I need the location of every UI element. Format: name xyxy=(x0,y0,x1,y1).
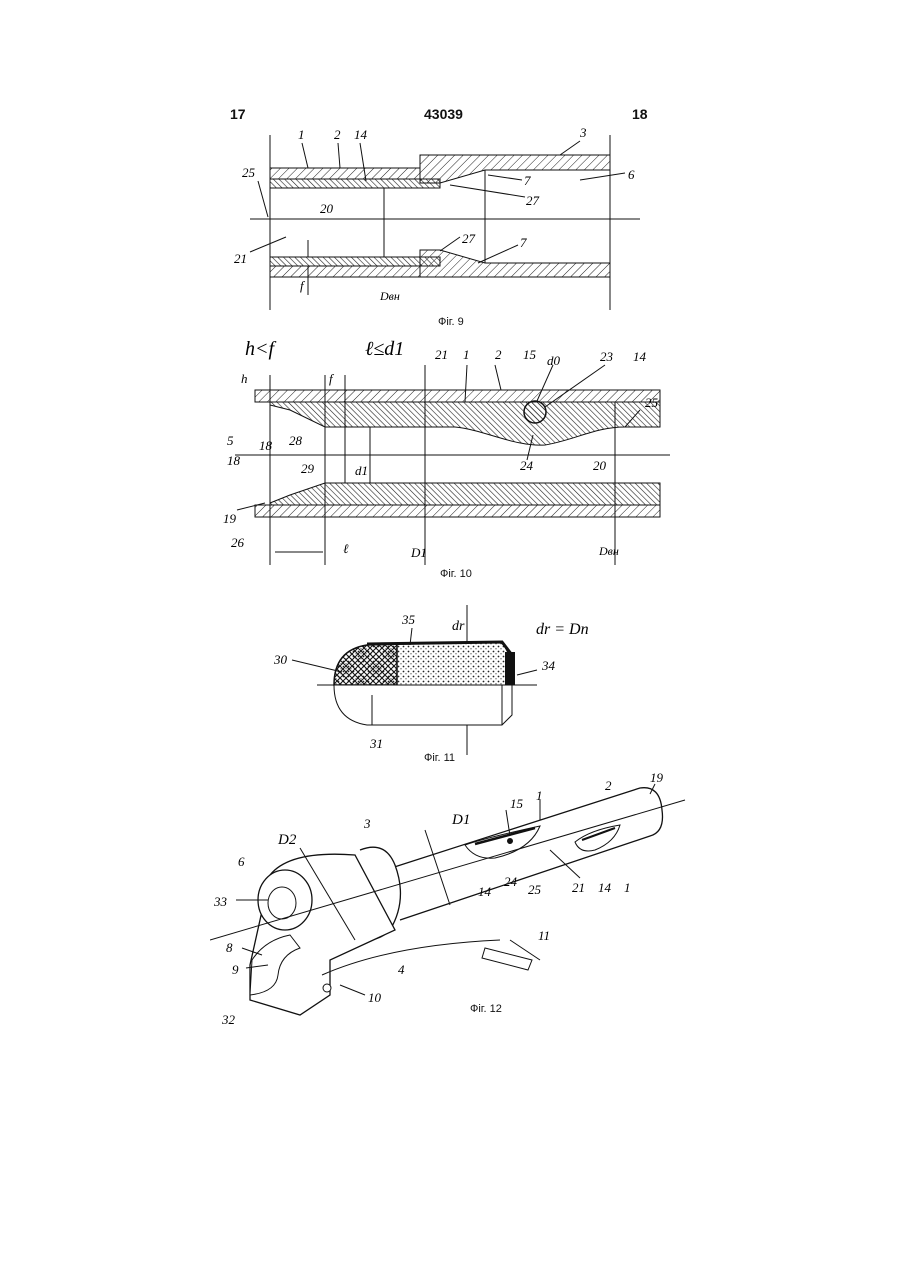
fig12-label-D2: D2 xyxy=(277,832,297,848)
fig10-label-26: 26 xyxy=(231,535,245,550)
fig12-label-1-top: 1 xyxy=(536,788,543,803)
fig10-label-29: 29 xyxy=(301,461,315,476)
fig9-label-27-top: 27 xyxy=(526,193,540,208)
figure-12-drawing: 19 2 1 15 D1 D2 3 6 33 14 24 25 21 14 1 … xyxy=(210,770,690,1035)
fig10-label-23: 23 xyxy=(600,349,614,364)
fig9-label-dvn: Dвн xyxy=(379,289,400,303)
fig11-label-35: 35 xyxy=(401,612,416,627)
fig12-label-21: 21 xyxy=(572,880,585,895)
fig9-label-3: 3 xyxy=(579,125,587,140)
fig10-label-20: 20 xyxy=(593,458,607,473)
fig9-label-6: 6 xyxy=(628,167,635,182)
fig12-label-32: 32 xyxy=(221,1012,236,1027)
figure-11-drawing: 35 dr dr = Dn 30 34 31 xyxy=(262,600,622,755)
fig12-label-2: 2 xyxy=(605,778,612,793)
figure-10-drawing: h<f ℓ≤d1 21 1 2 15 d0 23 14 h f 25 5 18 … xyxy=(215,335,675,565)
fig11-label-30: 30 xyxy=(273,652,288,667)
fig12-label-14-left: 14 xyxy=(478,884,492,899)
fig10-label-15: 15 xyxy=(523,347,537,362)
left-page-number: 17 xyxy=(230,106,246,122)
fig12-label-1-right: 1 xyxy=(624,880,631,895)
fig9-label-7-top: 7 xyxy=(524,173,531,188)
fig12-label-15: 15 xyxy=(510,796,524,811)
fig10-caption: Фіг. 10 xyxy=(440,568,472,580)
fig12-label-4: 4 xyxy=(398,962,405,977)
fig10-label-5: 5 xyxy=(227,433,234,448)
fig10-label-f: f xyxy=(329,371,335,386)
fig9-label-14: 14 xyxy=(354,127,368,142)
fig10-label-d1: d1 xyxy=(355,463,368,478)
fig9-caption: Фіг. 9 xyxy=(438,316,464,328)
fig9-label-7-bottom: 7 xyxy=(520,235,527,250)
fig10-label-l-le-d1: ℓ≤d1 xyxy=(365,338,404,360)
fig12-label-D1: D1 xyxy=(451,812,470,828)
fig10-label-19: 19 xyxy=(223,511,237,526)
fig12-label-24: 24 xyxy=(504,874,518,889)
fig12-caption: Фіг. 12 xyxy=(470,1003,502,1015)
fig11-label-34: 34 xyxy=(541,658,556,673)
fig12-label-10: 10 xyxy=(368,990,382,1005)
fig12-label-14-right: 14 xyxy=(598,880,612,895)
fig10-label-24: 24 xyxy=(520,458,534,473)
figure-9-drawing: 1 2 14 3 25 20 7 27 6 21 27 7 f Dвн xyxy=(230,125,670,315)
fig9-label-f: f xyxy=(300,278,306,293)
fig10-label-18-top: 18 xyxy=(259,438,273,453)
fig9-label-27-bottom: 27 xyxy=(462,231,476,246)
fig10-label-18-bottom: 18 xyxy=(227,453,241,468)
fig11-caption: Фіг. 11 xyxy=(424,752,455,764)
patent-number: 43039 xyxy=(424,106,463,122)
fig10-label-l: ℓ xyxy=(343,541,349,556)
fig10-label-D1: D1 xyxy=(410,545,427,560)
fig10-label-14: 14 xyxy=(633,349,647,364)
fig12-label-33: 33 xyxy=(213,894,228,909)
fig12-label-3: 3 xyxy=(363,816,371,831)
fig12-label-19: 19 xyxy=(650,770,664,785)
fig10-label-28: 28 xyxy=(289,433,303,448)
fig9-label-25: 25 xyxy=(242,165,256,180)
right-page-number: 18 xyxy=(632,106,648,122)
fig12-label-11: 11 xyxy=(538,928,550,943)
fig9-label-1: 1 xyxy=(298,127,305,142)
fig9-label-20: 20 xyxy=(320,201,334,216)
fig12-label-25: 25 xyxy=(528,882,542,897)
fig9-label-2: 2 xyxy=(334,127,341,142)
fig10-label-25: 25 xyxy=(645,395,659,410)
fig10-label-d0: d0 xyxy=(547,353,561,368)
fig12-label-8: 8 xyxy=(226,940,233,955)
fig11-label-dr-eq-dn: dr = Dn xyxy=(536,621,589,638)
fig12-label-9: 9 xyxy=(232,962,239,977)
fig10-label-2: 2 xyxy=(495,347,502,362)
fig10-label-Dvn: Dвн xyxy=(598,544,619,558)
fig10-label-h-lt-f: h<f xyxy=(245,338,276,360)
fig10-label-21: 21 xyxy=(435,347,448,362)
fig11-label-31: 31 xyxy=(369,736,383,751)
fig9-label-21: 21 xyxy=(234,251,247,266)
fig10-label-1: 1 xyxy=(463,347,470,362)
fig12-label-6: 6 xyxy=(238,854,245,869)
fig10-label-h: h xyxy=(241,371,248,386)
fig11-label-dr: dr xyxy=(452,619,465,634)
